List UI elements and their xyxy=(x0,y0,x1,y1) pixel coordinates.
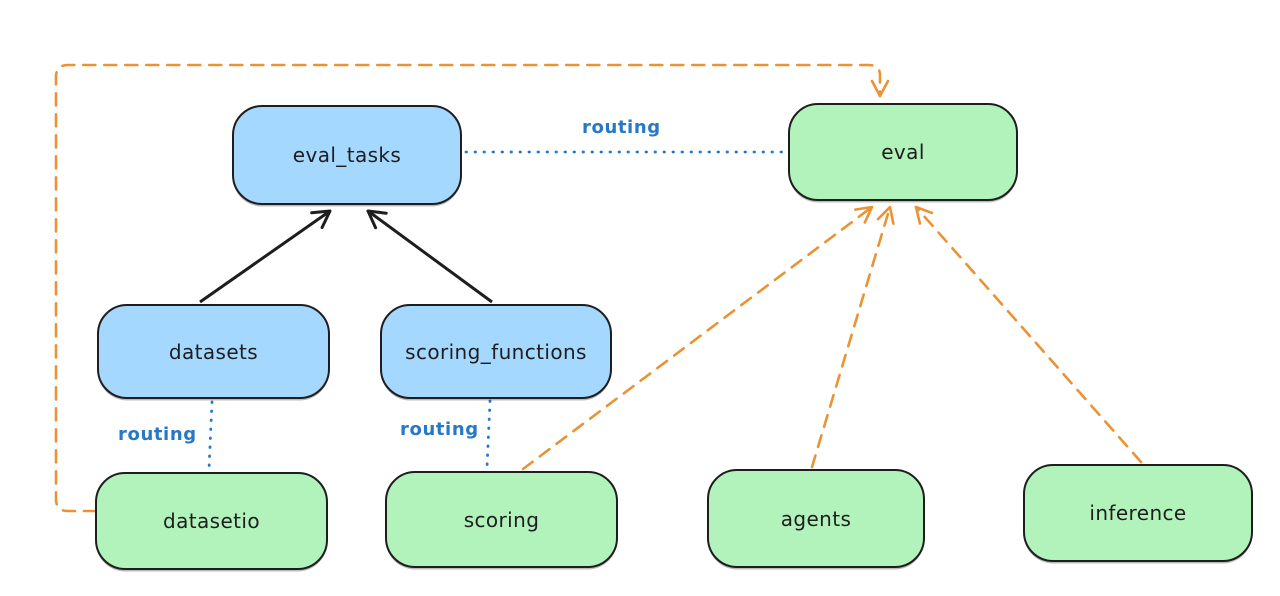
node-agents-label: agents xyxy=(780,506,852,531)
edge-datasets-to-datasetio-routing xyxy=(207,400,214,471)
edge-label-routing-eval-tasks-eval: routing xyxy=(582,117,661,138)
edge-label-routing-datasets-datasetio: routing xyxy=(118,424,197,445)
node-eval-tasks-label: eval_tasks xyxy=(292,143,402,167)
node-datasetio-label: datasetio xyxy=(162,509,260,533)
edge-scoring-to-eval xyxy=(521,205,874,471)
edge-scoring-functions-to-eval-tasks xyxy=(366,209,493,304)
node-eval: eval xyxy=(788,103,1018,201)
edge-label-routing-scoring-functions-scoring: routing xyxy=(400,419,479,440)
node-scoring: scoring xyxy=(385,471,618,568)
edge-datasets-to-eval-tasks xyxy=(199,209,332,304)
node-scoring-functions-label: scoring_functions xyxy=(405,339,587,364)
node-datasetio: datasetio xyxy=(95,472,328,570)
edge-inference-to-eval xyxy=(914,205,1143,464)
node-datasets-label: datasets xyxy=(168,339,259,364)
node-eval-label: eval xyxy=(881,140,925,164)
node-inference: inference xyxy=(1023,464,1253,562)
edge-scoring-functions-to-scoring-routing xyxy=(485,399,492,470)
node-datasets: datasets xyxy=(97,304,330,399)
node-scoring-label: scoring xyxy=(463,507,540,532)
node-scoring-functions: scoring_functions xyxy=(380,304,612,399)
node-agents: agents xyxy=(707,469,925,568)
edge-agents-to-eval xyxy=(810,205,895,469)
node-inference-label: inference xyxy=(1089,501,1187,525)
node-eval-tasks: eval_tasks xyxy=(232,105,462,205)
